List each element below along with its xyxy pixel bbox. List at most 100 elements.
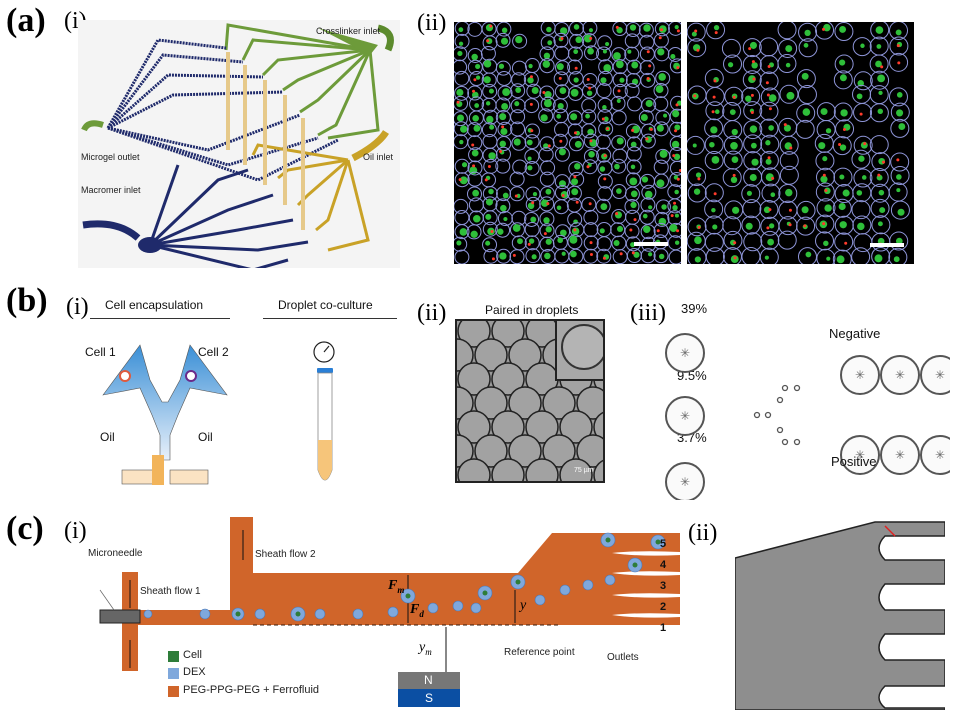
droplet [598, 121, 614, 137]
ferrofluid-sorting-diagram [99, 517, 680, 707]
green-cell [532, 191, 538, 197]
green-cell [658, 73, 666, 81]
droplet [641, 97, 657, 113]
droplet [524, 235, 540, 251]
red-cell [673, 201, 677, 205]
green-cell [858, 155, 865, 162]
droplet [779, 135, 799, 155]
green-cell [599, 166, 606, 172]
droplet [641, 184, 657, 200]
red-cell [615, 25, 619, 29]
ym-subscript: m [425, 646, 432, 657]
droplet [466, 122, 482, 138]
encapsulated-cell [655, 539, 661, 545]
green-cell [485, 240, 491, 246]
green-cell [461, 162, 468, 168]
green-cell [672, 110, 680, 118]
green-cell [818, 142, 826, 150]
droplet [640, 72, 656, 88]
green-cell [731, 156, 739, 163]
droplet [454, 198, 469, 214]
droplet [581, 123, 597, 139]
droplet [704, 118, 724, 138]
droplet [510, 109, 526, 125]
red-cell [471, 143, 475, 147]
droplet [667, 198, 681, 214]
red-cell [674, 129, 678, 133]
dex-droplet [352, 608, 364, 620]
green-cell [599, 228, 605, 234]
drag-force-label: Fd [410, 602, 424, 619]
outlet-2: 2 [660, 601, 667, 613]
green-cell [459, 228, 468, 236]
dex-droplet [582, 579, 594, 591]
oil-channel-right [169, 469, 209, 485]
scale-bar [634, 242, 668, 246]
red-cell [711, 110, 715, 114]
droplet [512, 159, 528, 175]
red-cell [603, 154, 607, 158]
droplet [576, 434, 603, 468]
red-cell [824, 188, 828, 192]
green-cell [657, 48, 665, 56]
green-cell [616, 188, 622, 194]
red-cell [458, 178, 462, 182]
magnet-s-label: S [425, 691, 434, 705]
green-cell [485, 24, 494, 32]
red-cell [606, 127, 610, 131]
green-cell [459, 139, 464, 145]
fluorescence-image-left [454, 22, 681, 264]
droplet [624, 223, 640, 239]
green-cell [616, 225, 624, 233]
panel-label-c: (c) [6, 510, 44, 547]
green-cell [540, 199, 549, 207]
droplet [497, 211, 513, 227]
red-cell [656, 229, 660, 233]
droplet [567, 46, 583, 62]
green-cell [674, 124, 681, 131]
droplet [705, 101, 725, 121]
green-cell [768, 125, 774, 131]
green-cell [749, 174, 757, 182]
droplet [454, 95, 469, 111]
droplet [871, 215, 891, 235]
green-cell [895, 29, 902, 36]
droplet [454, 172, 470, 188]
droplet [871, 247, 891, 264]
percent-39: 39% [681, 301, 708, 316]
red-cell [768, 208, 772, 212]
red-cell [573, 175, 577, 179]
green-cell [574, 163, 581, 170]
green-cell [587, 47, 594, 55]
green-cell [483, 76, 491, 84]
green-cell [745, 222, 753, 230]
red-cell [783, 123, 787, 127]
red-cell [788, 223, 792, 227]
droplet [889, 36, 909, 56]
dot [781, 384, 789, 392]
droplet [655, 199, 671, 215]
red-cell [586, 77, 590, 81]
red-cell [473, 78, 477, 82]
red-cell [512, 253, 516, 257]
droplet [890, 200, 910, 220]
culture-tube-diagram [313, 341, 335, 481]
droplet [496, 136, 512, 152]
green-cell [769, 223, 775, 229]
green-cell [694, 236, 702, 245]
encapsulated-cell [405, 593, 411, 599]
droplet [890, 102, 910, 122]
red-cell [697, 177, 701, 181]
droplet [741, 86, 761, 106]
droplet [495, 97, 511, 113]
green-cell [560, 229, 567, 237]
red-cell [732, 173, 736, 177]
red-cell [658, 36, 662, 40]
droplet [480, 45, 496, 61]
cell-outcome-diagram: ✳✳✳✳✳✳✳✳✳ [665, 333, 950, 500]
green-cell [542, 60, 550, 68]
green-cell [785, 62, 791, 68]
green-cell [556, 114, 562, 119]
fluorescence-image-right [687, 22, 914, 264]
red-cell [649, 127, 653, 131]
